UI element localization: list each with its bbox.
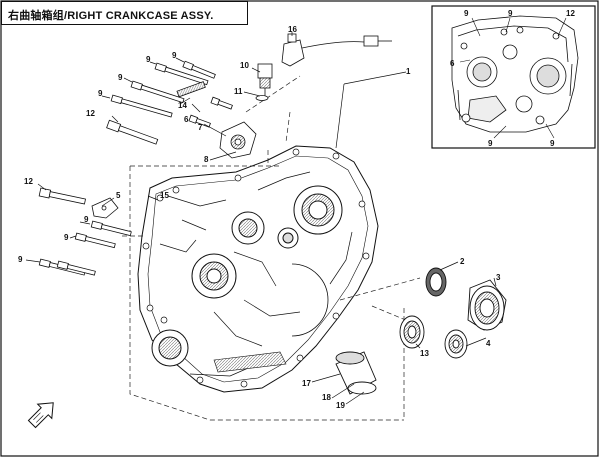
inset-callout-9a: 9 — [464, 9, 469, 18]
callout-1: 1 — [406, 67, 411, 76]
right-crankcase — [137, 145, 379, 393]
inset-callout-12: 12 — [566, 9, 575, 18]
leader-lines — [25, 32, 497, 405]
inset-crankcase-drawing — [451, 15, 579, 133]
inset-callout-9b: 9 — [508, 9, 513, 18]
callout-19: 19 — [336, 401, 345, 410]
callout-9d: 9 — [98, 89, 103, 98]
callout-9e: 9 — [84, 215, 89, 224]
callout-6: 6 — [184, 115, 189, 124]
callout-11: 11 — [234, 87, 243, 96]
callout-16: 16 — [288, 25, 297, 34]
callout-4: 4 — [486, 339, 491, 348]
callout-13: 13 — [420, 349, 429, 358]
callout-2: 2 — [460, 257, 465, 266]
callout-3: 3 — [496, 273, 501, 282]
inset-callout-9c: 9 — [488, 139, 493, 148]
callout-9a: 9 — [146, 55, 151, 64]
diagram-title: 右曲轴箱组/RIGHT CRANKCASE ASSY. — [8, 10, 214, 22]
callout-14: 14 — [178, 101, 187, 110]
bolts-upper-left — [106, 60, 233, 145]
callout-10: 10 — [240, 61, 249, 70]
front-arrow-icon — [27, 402, 54, 429]
callout-9f: 9 — [64, 233, 69, 242]
inset-callout-9d: 9 — [550, 139, 555, 148]
bolts-lower-left — [38, 187, 132, 276]
callout-12a: 12 — [86, 109, 95, 118]
callout-15: 15 — [160, 191, 169, 200]
title-box: 右曲轴箱组/RIGHT CRANKCASE ASSY. — [1, 1, 248, 25]
callout-9b: 9 — [172, 51, 177, 60]
inset-leader-lines — [459, 17, 567, 139]
callout-18: 18 — [322, 393, 331, 402]
callout-17: 17 — [302, 379, 311, 388]
bearings — [335, 267, 507, 395]
inset-view: 9 9 6 12 9 9 — [431, 5, 596, 149]
callout-9g: 9 — [18, 255, 23, 264]
callout-5: 5 — [116, 191, 121, 200]
callout-7: 7 — [198, 123, 203, 132]
callout-9c: 9 — [118, 73, 123, 82]
callout-12b: 12 — [24, 177, 33, 186]
top-components — [219, 33, 392, 159]
inset-callout-6: 6 — [450, 59, 455, 68]
callout-8: 8 — [204, 155, 209, 164]
